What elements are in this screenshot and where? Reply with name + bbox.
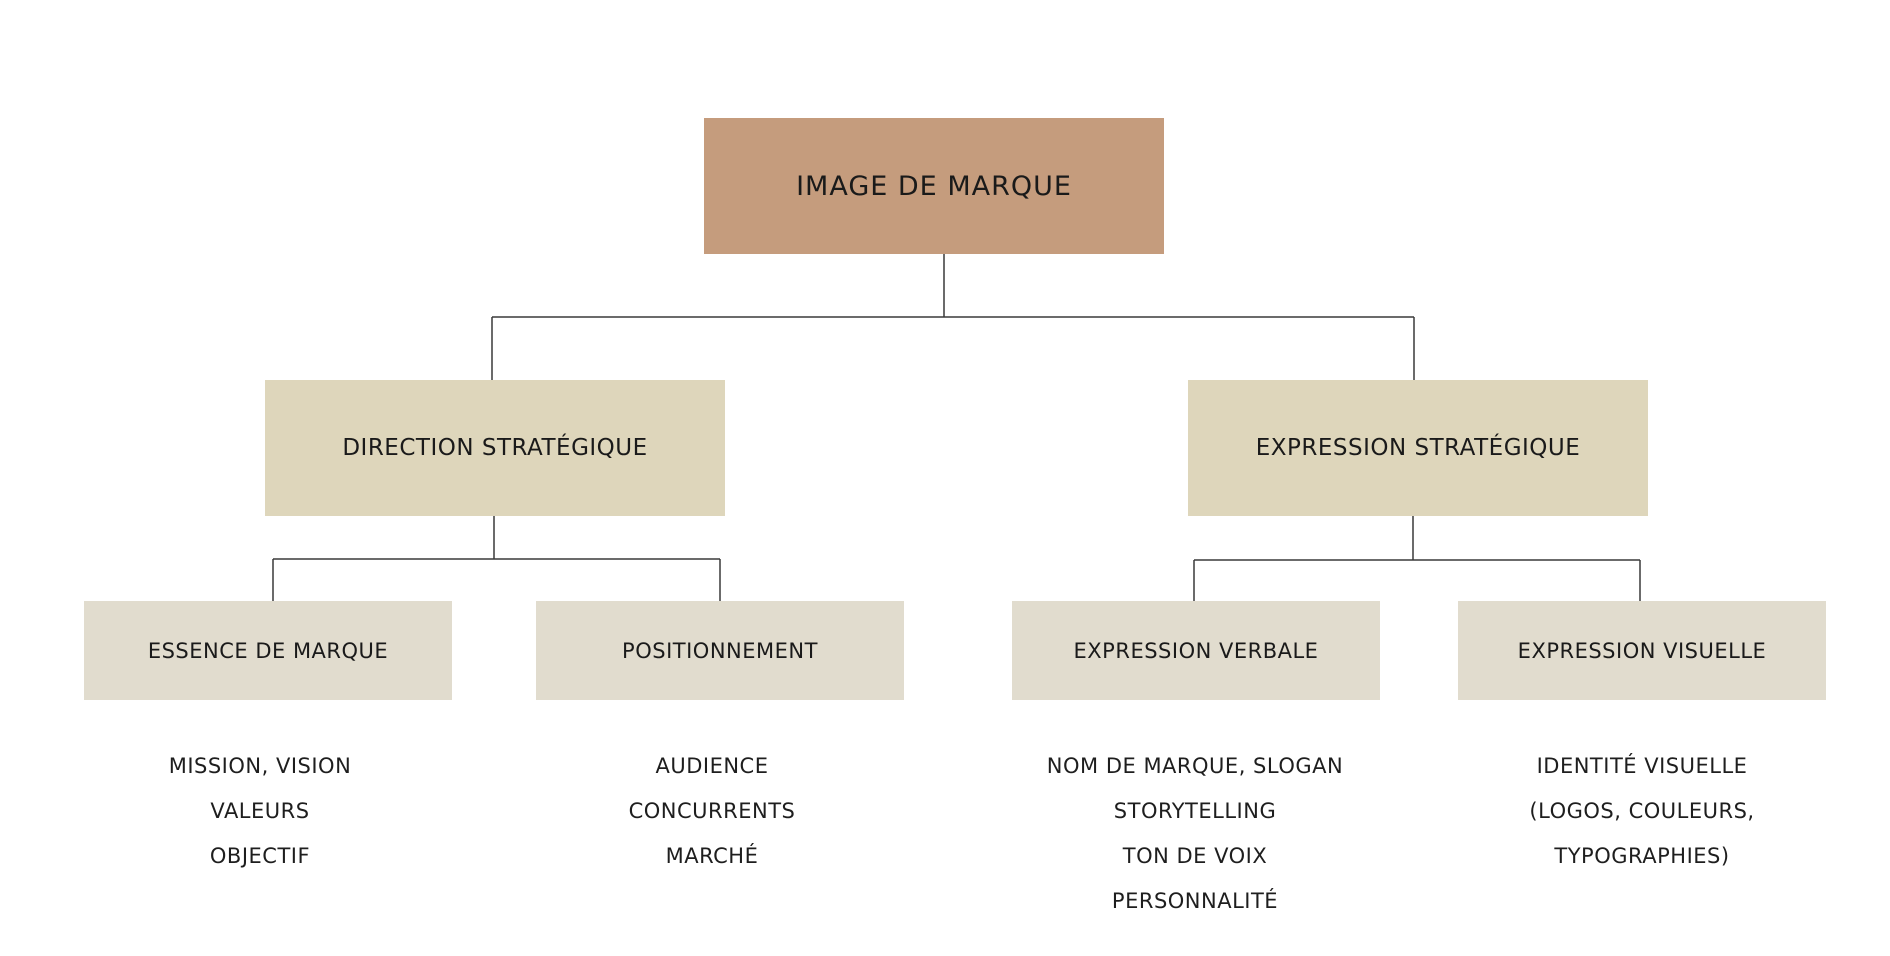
details-expression-verbale: NOM DE MARQUE, SLOGAN STORYTELLING TON D… <box>975 744 1415 924</box>
connector-direction-to-children <box>272 516 721 601</box>
node-expression-visuelle: EXPRESSION VISUELLE <box>1458 601 1826 700</box>
connector-root-to-level2 <box>491 254 1415 380</box>
node-image-de-marque: IMAGE DE MARQUE <box>704 118 1164 254</box>
detail-line: MARCHÉ <box>665 844 759 868</box>
detail-line: AUDIENCE <box>655 754 769 778</box>
detail-line: MISSION, VISION <box>168 754 352 778</box>
detail-line: (LOGOS, COULEURS, <box>1529 799 1755 823</box>
node-direction-strategique: DIRECTION STRATÉGIQUE <box>265 380 725 516</box>
detail-line: PERSONNALITÉ <box>1111 889 1279 913</box>
details-essence-de-marque: MISSION, VISION VALEURS OBJECTIF <box>40 744 480 879</box>
node-essence-de-marque: ESSENCE DE MARQUE <box>84 601 452 700</box>
node-expression-verbale: EXPRESSION VERBALE <box>1012 601 1380 700</box>
detail-line: CONCURRENTS <box>628 799 796 823</box>
detail-line: IDENTITÉ VISUELLE <box>1536 754 1748 778</box>
node-expression-strategique: EXPRESSION STRATÉGIQUE <box>1188 380 1648 516</box>
detail-line: OBJECTIF <box>209 844 311 868</box>
details-expression-visuelle: IDENTITÉ VISUELLE (LOGOS, COULEURS, TYPO… <box>1422 744 1862 879</box>
node-positionnement: POSITIONNEMENT <box>536 601 904 700</box>
detail-line: VALEURS <box>210 799 310 823</box>
detail-line: NOM DE MARQUE, SLOGAN <box>1046 754 1344 778</box>
detail-line: TON DE VOIX <box>1122 844 1268 868</box>
details-positionnement: AUDIENCE CONCURRENTS MARCHÉ <box>492 744 932 879</box>
detail-line: TYPOGRAPHIES) <box>1554 844 1730 868</box>
detail-line: STORYTELLING <box>1113 799 1277 823</box>
connector-expression-to-children <box>1193 516 1641 601</box>
